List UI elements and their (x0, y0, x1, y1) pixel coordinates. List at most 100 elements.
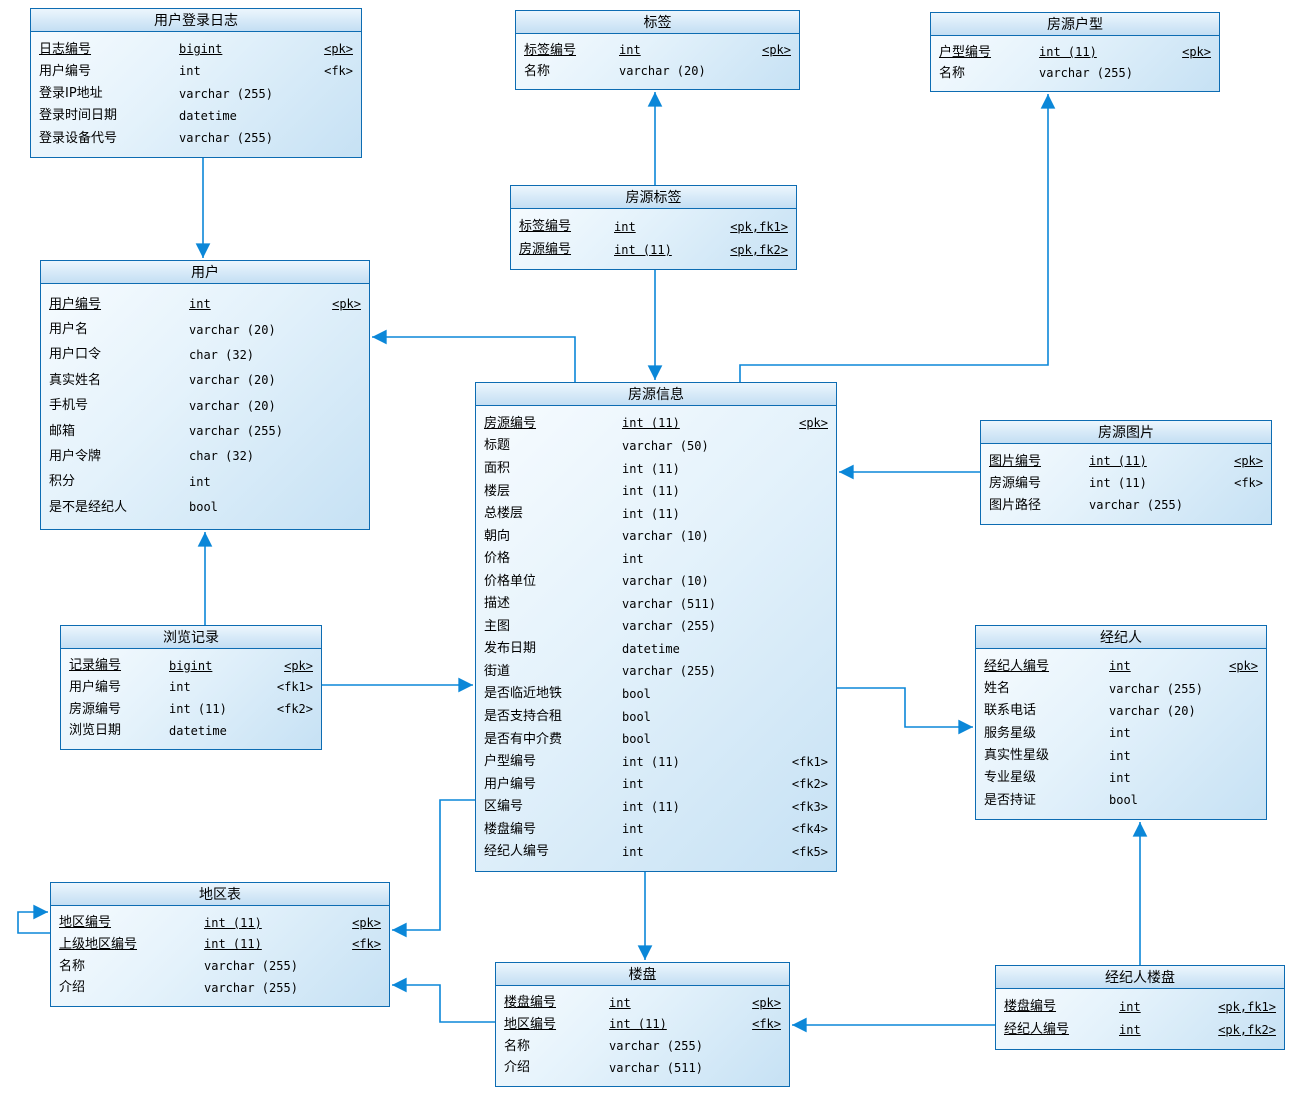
column-name: 名称 (504, 1038, 531, 1054)
column-type: varchar (20) (619, 64, 706, 79)
column-name: 区编号 (484, 799, 524, 815)
column-key: <fk> (752, 1017, 781, 1032)
column-key: <fk> (324, 64, 353, 79)
column-type: int (189, 474, 211, 489)
column-name: 标题 (484, 438, 511, 454)
column-type: varchar (255) (1039, 66, 1133, 81)
column-type: varchar (10) (622, 529, 709, 544)
column-type: int (11) (204, 915, 262, 930)
column-name: 房源编号 (484, 415, 537, 431)
column-type: int (609, 995, 631, 1010)
column-type: int (11) (169, 702, 227, 717)
column-key: <fk4> (791, 822, 828, 837)
column-type: int (11) (1089, 476, 1147, 491)
column-key: <pk,fk1> (730, 219, 788, 234)
column-type: int (11) (1039, 45, 1097, 60)
column-type: int (1109, 748, 1131, 763)
column-type: bool (622, 732, 651, 747)
column-name: 地区编号 (59, 915, 112, 931)
column-name: 用户名 (49, 322, 89, 338)
column-name: 邮箱 (49, 423, 76, 439)
column-name: 日志编号 (39, 41, 92, 57)
table-title: 经纪人 (976, 626, 1266, 649)
column-name: 总楼层 (484, 506, 524, 522)
column-type: varchar (511) (622, 596, 716, 611)
column-key: <fk2> (791, 777, 828, 792)
column-type: int (1109, 770, 1131, 785)
table-title: 标签 (516, 11, 799, 34)
column-type: varchar (255) (179, 86, 273, 101)
column-type: varchar (255) (204, 959, 298, 974)
column-name: 浏览日期 (69, 723, 122, 739)
column-key: <fk5> (791, 844, 828, 859)
column-name: 房源编号 (519, 242, 572, 258)
column-name: 经纪人编号 (484, 844, 550, 860)
column-type: int (1109, 659, 1131, 674)
column-name: 是否支持合租 (484, 709, 563, 725)
column-type: varchar (255) (189, 424, 283, 439)
connector-region-self-reference (17, 904, 50, 934)
column-key: <pk> (752, 995, 781, 1010)
column-name: 登录时间日期 (39, 108, 118, 124)
connector-house-info-to-house-type (739, 94, 1056, 382)
column-key: <pk,fk1> (1218, 999, 1276, 1014)
table-title: 地区表 (51, 883, 389, 906)
column-type: char (32) (189, 347, 255, 362)
table-title: 房源户型 (931, 13, 1219, 36)
column-type: varchar (20) (189, 398, 276, 413)
column-type: varchar (50) (622, 438, 709, 453)
column-key: <fk1> (276, 680, 313, 695)
column-name: 图片编号 (989, 453, 1042, 469)
column-row: 浏览日期 datetime (69, 724, 313, 738)
column-type: datetime (169, 723, 227, 738)
column-type: int (1119, 999, 1141, 1014)
column-name: 名称 (524, 63, 551, 79)
column-name: 是不是经纪人 (49, 499, 128, 515)
connector-building-to-region (392, 977, 495, 1023)
table-title: 楼盘 (496, 963, 789, 986)
connector-house-info-to-user (372, 329, 576, 382)
column-name: 联系电话 (984, 703, 1037, 719)
column-key: <fk3> (791, 799, 828, 814)
